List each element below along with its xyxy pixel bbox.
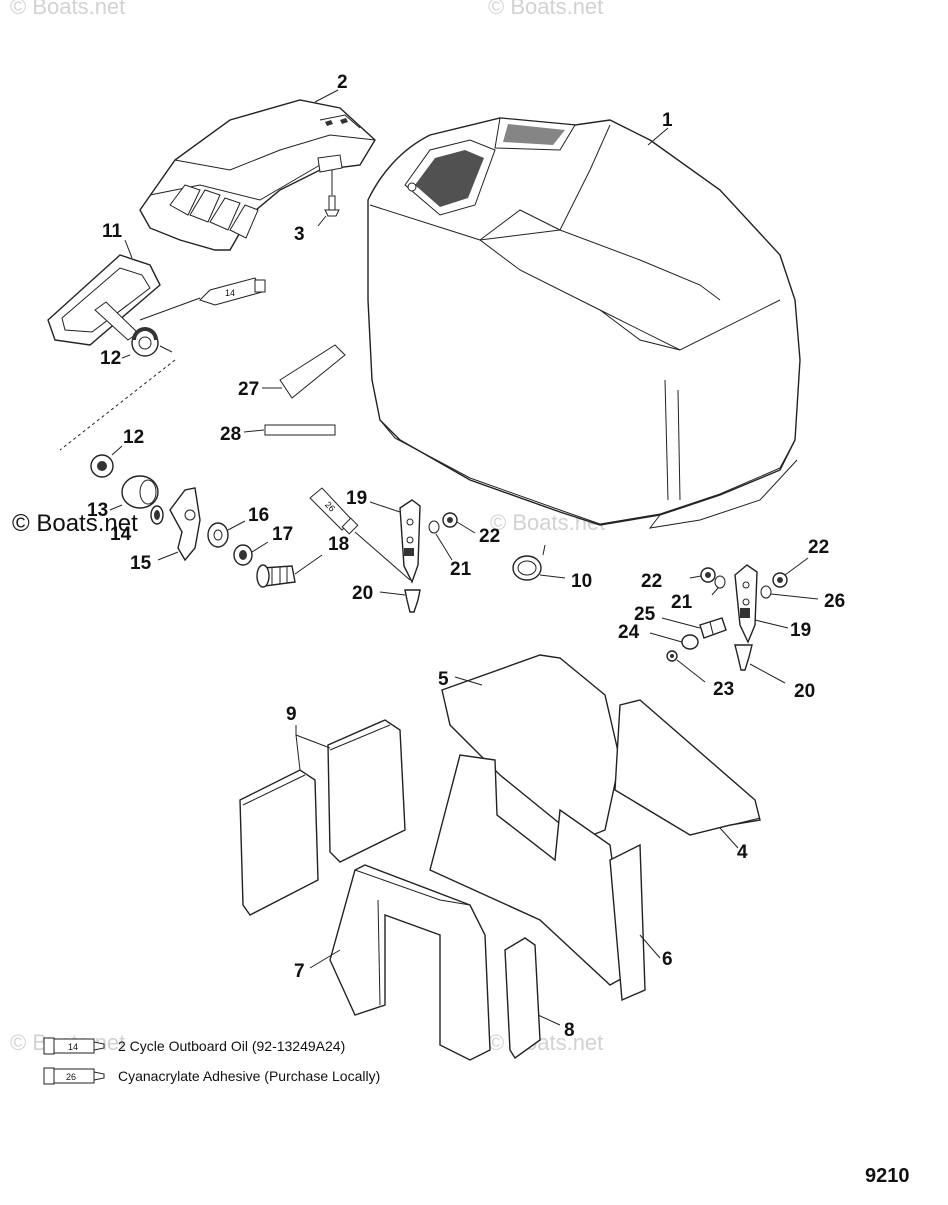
washer-part-26-right [760, 585, 819, 600]
panel-part-7 [309, 864, 491, 1061]
callout-17: 17 [272, 524, 293, 545]
panel-part-4 [614, 699, 761, 849]
callout-5: 5 [438, 669, 449, 690]
legend: 14 2 Cycle Outboard Oil (92-13249A24) 26… [43, 1037, 380, 1085]
nut-part-23 [666, 650, 706, 683]
callout-28: 28 [220, 424, 241, 445]
washer-part-21-left [428, 520, 453, 561]
legend-tube-icon-14: 14 [43, 1037, 105, 1055]
callout-13: 13 [87, 500, 108, 521]
callout-10: 10 [571, 571, 592, 592]
callout-11: 11 [102, 221, 123, 242]
watermark-middle-left: © Boats.net [12, 510, 138, 537]
top-cowl-part-1 [367, 117, 801, 529]
callout-7: 7 [294, 961, 305, 982]
callout-4: 4 [737, 842, 748, 863]
callout-8: 8 [564, 1020, 575, 1041]
tube-label-14: 14 [225, 288, 235, 298]
clip-part-20-left [379, 589, 421, 613]
latch-hook-part-15 [157, 487, 201, 562]
callout-19-right: 19 [790, 620, 811, 641]
callout-16: 16 [248, 505, 269, 526]
callout-6: 6 [662, 949, 673, 970]
callout-15: 15 [130, 553, 152, 574]
lockwasher-part-17 [233, 541, 269, 566]
callout-2: 2 [337, 72, 348, 93]
nut-part-12-lower [90, 445, 123, 478]
callout-3: 3 [294, 224, 305, 245]
washer-part-14 [150, 505, 164, 525]
callout-19-left: 19 [346, 488, 367, 509]
watermark-top-right: © Boats.net [488, 0, 603, 19]
legend-tube-icon-26: 26 [43, 1067, 105, 1085]
panel-part-5 [441, 654, 621, 841]
spacer-part-13 [109, 475, 159, 511]
panel-part-8 [504, 937, 561, 1060]
callout-12-lower: 12 [123, 427, 144, 448]
legend-code-14: 14 [68, 1042, 78, 1052]
washer-part-21-right [711, 575, 726, 596]
callout-20-right: 20 [794, 681, 815, 702]
callout-21-left: 21 [450, 559, 472, 580]
spacer-part-24 [649, 632, 699, 650]
callout-25: 25 [634, 604, 656, 625]
nut-part-22-right [772, 557, 809, 588]
decal-part-28 [243, 424, 336, 436]
bracket-part-19-left [369, 499, 421, 584]
nut-part-22-left [442, 512, 476, 534]
legend-code-26: 26 [66, 1072, 76, 1082]
legend-text-26: Cyanacrylate Adhesive (Purchase Locally) [118, 1068, 380, 1084]
panel-part-9 [239, 719, 406, 916]
grease-tube-14: 14 [139, 277, 266, 321]
panel-part-6 [429, 754, 661, 1002]
watermark-top-left: © Boats.net [10, 0, 125, 19]
decal-part-27 [262, 344, 346, 399]
adhesive-tube-26: 26 [309, 487, 411, 581]
bushing-part-12-upper [121, 327, 173, 359]
bracket-part-19-right [734, 564, 789, 644]
legend-text-14: 2 Cycle Outboard Oil (92-13249A24) [118, 1038, 345, 1054]
callout-18: 18 [328, 534, 349, 555]
callout-1: 1 [662, 110, 673, 131]
callout-26: 26 [824, 591, 845, 612]
stud-part-25 [661, 617, 727, 639]
clip-part-20-right [734, 644, 786, 684]
callout-9: 9 [286, 704, 297, 725]
nut-part-22-right-left [689, 567, 716, 583]
watermark-bottom-center: © Boats.net [488, 1030, 603, 1055]
intake-cover-part-2 [139, 99, 376, 251]
screw-part-3 [317, 170, 340, 227]
callout-21-right: 21 [671, 592, 693, 613]
alignment-dashed-line [59, 359, 176, 451]
callout-27: 27 [238, 379, 259, 400]
washer-part-16 [207, 520, 246, 548]
grommet-part-10 [512, 544, 566, 581]
callout-20-left: 20 [352, 583, 373, 604]
callout-22-right: 22 [808, 537, 829, 558]
callout-24: 24 [618, 622, 640, 643]
callout-23: 23 [713, 679, 734, 700]
callout-22-left: 22 [479, 526, 500, 547]
callout-14: 14 [110, 524, 132, 545]
bolt-part-18 [256, 554, 323, 588]
figure-number: 9210 [865, 1165, 910, 1187]
callout-12-upper: 12 [100, 348, 121, 369]
callout-22-right-left: 22 [641, 571, 662, 592]
